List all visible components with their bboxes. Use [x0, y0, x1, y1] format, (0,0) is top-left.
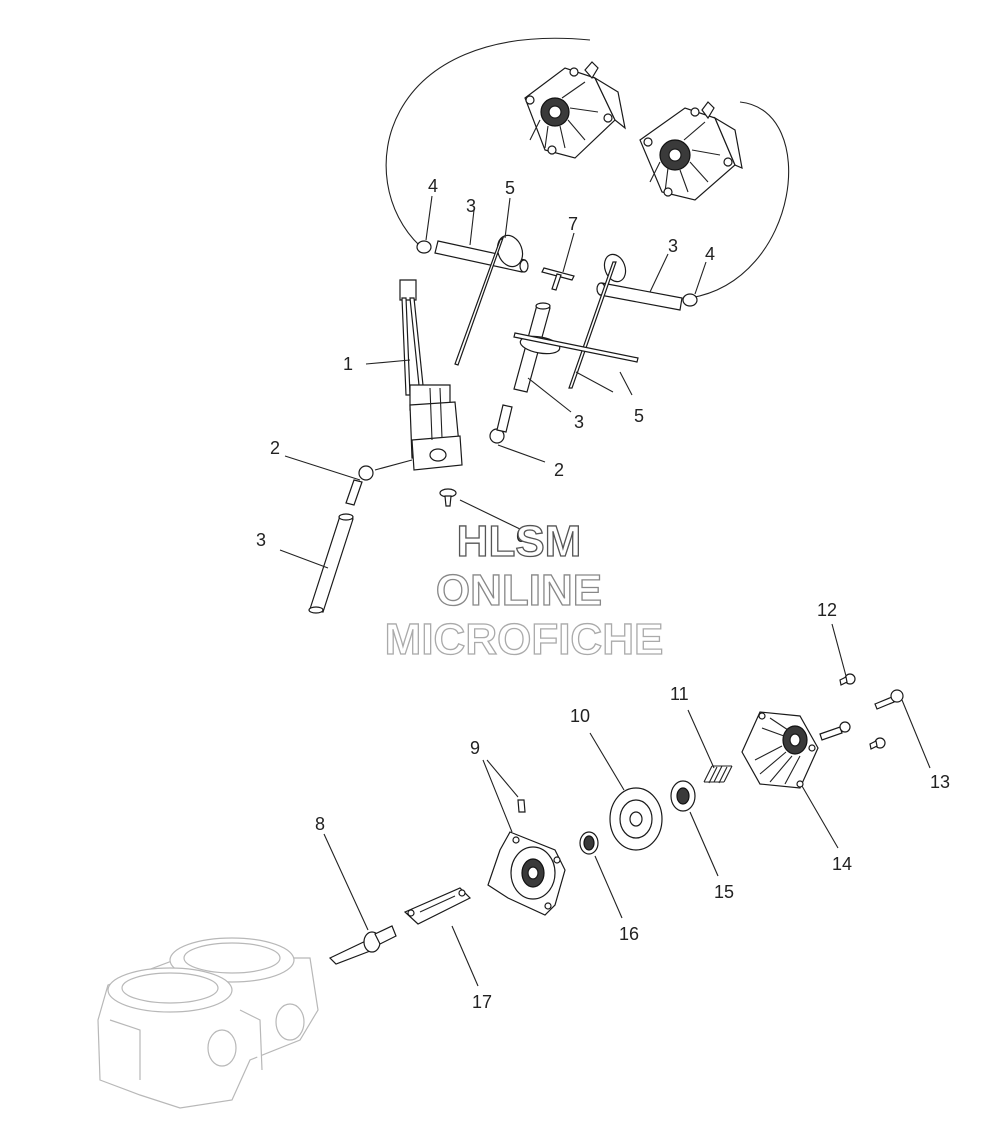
callout-4-right: 4 [705, 244, 715, 264]
valve-housing-right [639, 101, 743, 201]
spring [703, 765, 733, 784]
callout-3-lower: 3 [256, 530, 266, 550]
watermark: HLSM ONLINE MICROFICHE [384, 516, 664, 664]
valve-housing-left [524, 61, 626, 159]
callout-3-middle: 3 [574, 412, 584, 432]
tee-fitting [541, 267, 575, 291]
screw-13-upper [874, 689, 904, 710]
callout-3-upper-left: 3 [466, 196, 476, 216]
hose-upper-right [596, 282, 683, 311]
callout-2-left: 2 [270, 438, 280, 458]
callout-15: 15 [714, 882, 734, 902]
cap-left [416, 240, 432, 254]
elbow-fitting-right [489, 404, 513, 444]
screw-13-middle [819, 721, 851, 741]
watermark-line-2: ONLINE [436, 566, 602, 615]
callout-11: 11 [670, 684, 689, 704]
watermark-line-1: HLSM [457, 517, 582, 566]
callout-3-upper-right: 3 [668, 236, 678, 256]
pump-cover [741, 711, 819, 789]
elbow-fitting-left [345, 465, 374, 506]
callout-14: 14 [832, 854, 852, 874]
callout-1: 1 [343, 354, 353, 374]
callout-17: 17 [472, 992, 492, 1012]
cap-right [682, 293, 698, 307]
watermark-line-3: MICROFICHE [385, 615, 664, 664]
diaphragm [609, 787, 663, 851]
pump-base [487, 799, 566, 916]
callout-9: 9 [470, 738, 480, 758]
callout-13: 13 [930, 772, 950, 792]
screw-small [439, 488, 457, 507]
callout-2-right: 2 [554, 460, 564, 480]
hose-lower [308, 513, 354, 614]
callout-7: 7 [568, 214, 578, 234]
callout-6: 6 [516, 526, 526, 546]
screw-13-lower [869, 737, 886, 750]
clamp-upper-left [454, 234, 524, 366]
solenoid-valve [399, 279, 463, 471]
callout-5-lower: 5 [634, 406, 644, 426]
hose-curve-left [385, 37, 591, 247]
retainer [670, 780, 696, 812]
clamp-middle [513, 332, 639, 363]
callout-5-upper: 5 [505, 178, 515, 198]
washer [579, 831, 599, 855]
callout-16: 16 [619, 924, 639, 944]
engine-block-ghost [97, 937, 319, 1109]
hose-curve-right [689, 101, 790, 299]
callout-10: 10 [570, 706, 590, 726]
screw-12 [839, 673, 856, 686]
leader-lines [279, 195, 931, 987]
callout-4-left: 4 [428, 176, 438, 196]
bolt-fitting [328, 925, 397, 965]
clamp-upper-right [568, 253, 627, 389]
callout-labels: 1 2 2 3 3 3 3 3 4 4 5 5 6 7 8 9 10 11 12… [256, 176, 950, 1012]
callout-8: 8 [315, 814, 325, 834]
gasket [403, 887, 472, 925]
callout-12: 12 [817, 600, 837, 620]
